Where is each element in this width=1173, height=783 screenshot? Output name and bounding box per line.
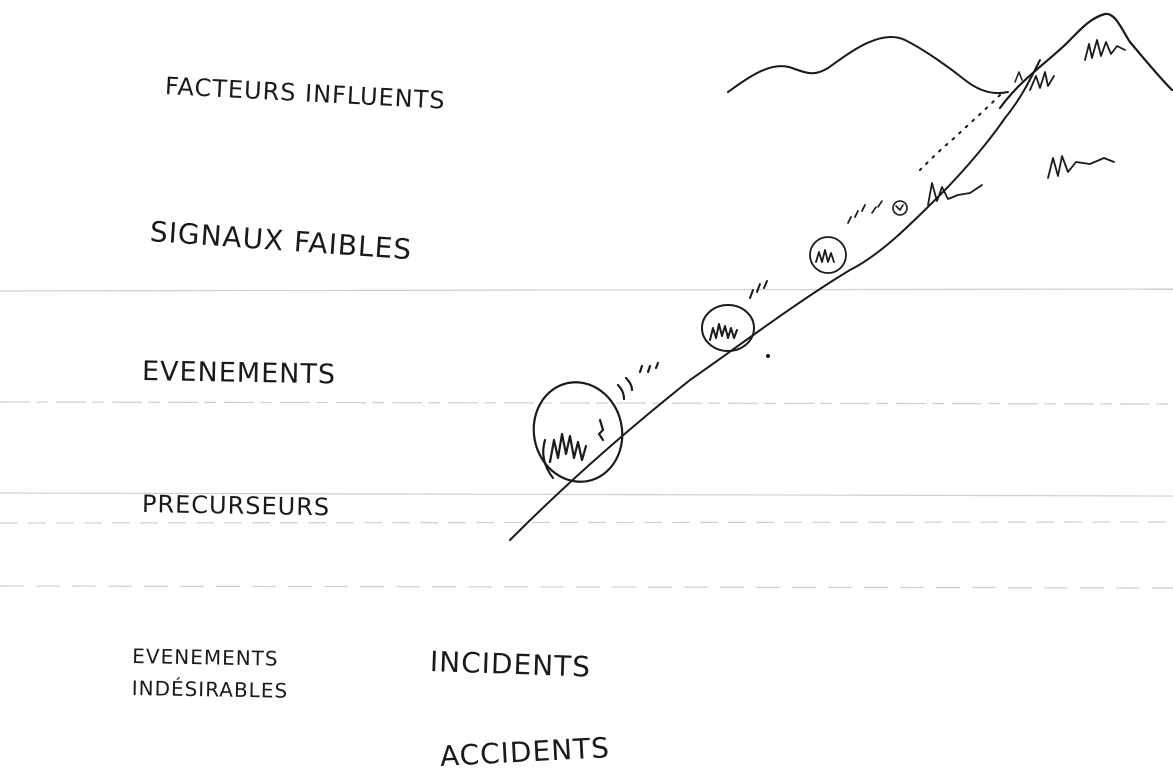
grass-5 (1014, 71, 1023, 83)
boulder-small (809, 204, 866, 274)
grass-4 (927, 182, 983, 206)
motion-marks-medium (749, 280, 768, 299)
boulder-tiny (871, 200, 908, 216)
dotted-trail (919, 94, 1001, 171)
mountain-drawing (509, 12, 1173, 541)
boulder-large (532, 361, 660, 483)
label-events: EVENEMENTS (141, 356, 337, 391)
grass-2 (1084, 39, 1126, 61)
label-undesired-events: EVENEMENTS INDÉSIRABLES (131, 640, 289, 707)
slope-line (509, 59, 1041, 541)
grass-3 (1047, 155, 1115, 179)
boulder-medium (701, 280, 768, 352)
scan-line-5 (0, 585, 1173, 589)
label-precursors: PRECURSEURS (141, 490, 331, 522)
scan-line-3 (0, 492, 1173, 497)
motion-marks-large (616, 361, 660, 401)
label-undesired-line1: EVENEMENTS (132, 644, 279, 671)
speck (766, 354, 770, 358)
motion-marks-tiny (871, 200, 883, 214)
back-ridge (727, 35, 1009, 94)
scan-line-4 (0, 521, 1173, 524)
scan-line-2 (0, 401, 1173, 405)
label-incidents: INCIDENTS (429, 645, 592, 684)
main-peak (998, 12, 1173, 110)
scan-line-1 (0, 288, 1173, 292)
grass-1 (1029, 71, 1055, 91)
motion-marks-small (847, 204, 866, 224)
label-undesired-line2: INDÉSIRABLES (131, 675, 289, 703)
scan-lines (0, 288, 1173, 589)
